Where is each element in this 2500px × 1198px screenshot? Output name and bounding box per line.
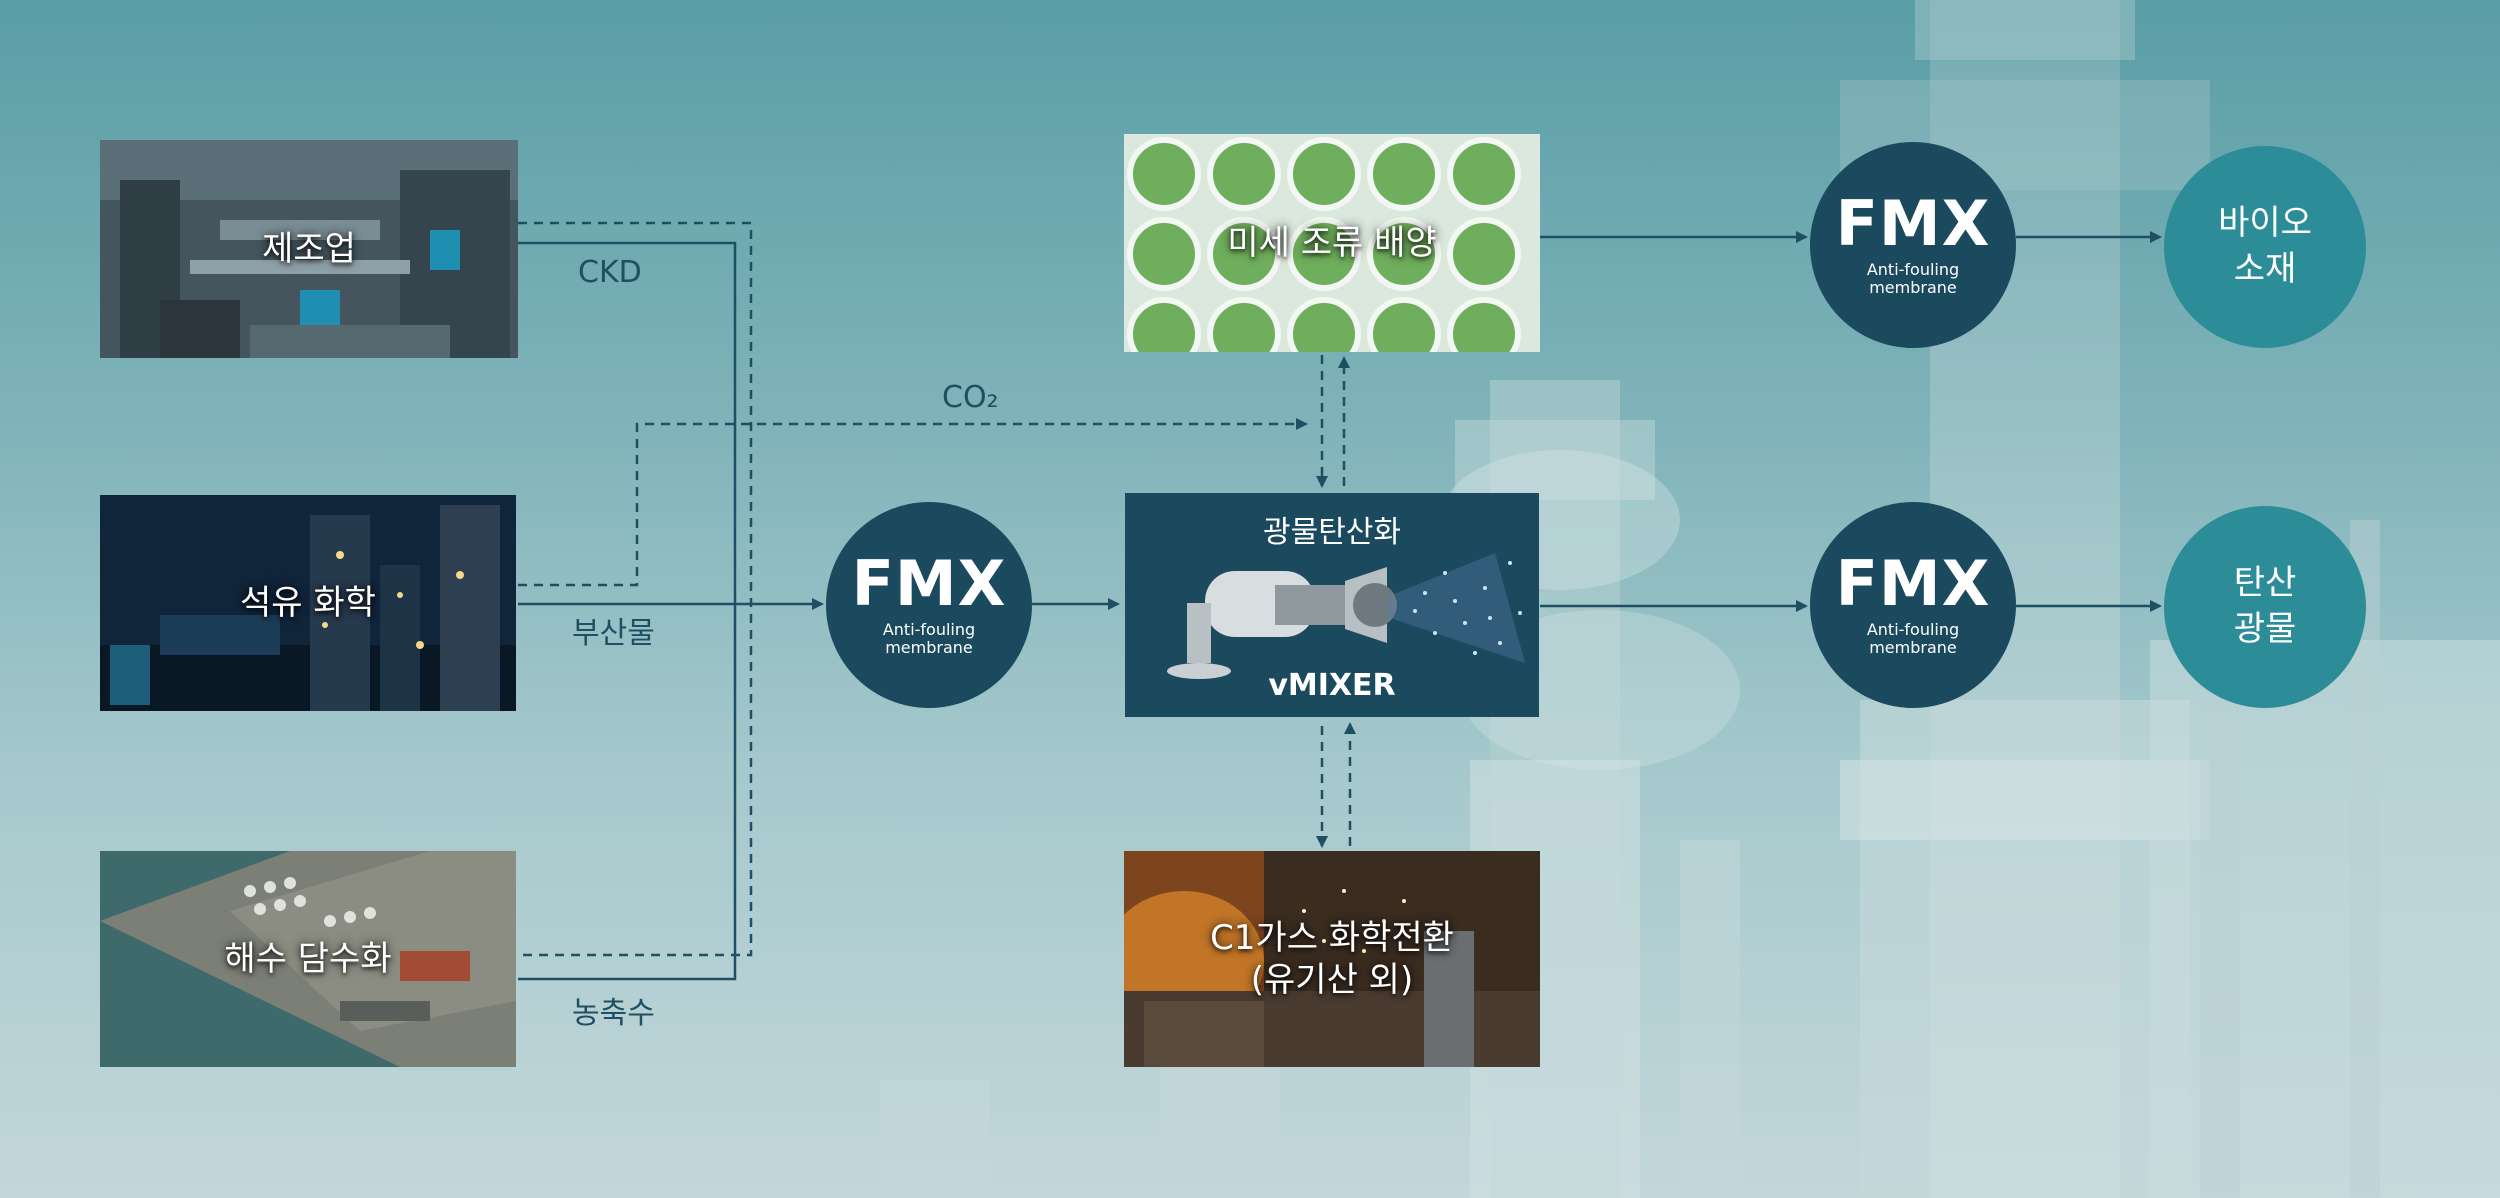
algae-label: 미세 조류 배양 <box>1227 222 1437 263</box>
petrochemical-label: 석유 화학 <box>240 582 376 623</box>
fmx-node-mineral: FMX Anti-fouling membrane <box>1810 502 2016 708</box>
ckd-label: CKD <box>578 255 642 290</box>
co2-dashed-arrow <box>518 418 1308 587</box>
manufacturing-label: 제조업 <box>262 228 356 269</box>
algae-culture-image <box>1124 134 1540 352</box>
ckd-line <box>518 241 737 981</box>
carbonate-mineral-output: 탄산 광물 <box>2164 506 2366 708</box>
fmx-title: FMX <box>851 546 1007 620</box>
desalination-photo: 해수 담수화 <box>100 851 516 1067</box>
c1-gas-label: C1가스 화학전환 (유기산 외) <box>1210 917 1454 1001</box>
vmixer-device-image <box>1167 553 1525 679</box>
fmx-subtitle: Anti-fouling membrane <box>1866 619 1960 657</box>
fmx-node-input: FMX Anti-fouling membrane <box>826 502 1032 708</box>
fmx-subtitle: Anti-fouling membrane <box>1866 259 1960 297</box>
factory-floor-image <box>100 140 518 358</box>
petrochemical-photo: 석유 화학 <box>100 495 516 711</box>
desalination-label: 해수 담수화 <box>224 938 392 979</box>
ckd-dashed-line <box>518 221 753 957</box>
c1-gas-photo: C1가스 화학전환 (유기산 외) <box>1124 851 1540 1067</box>
desalination-aerial-image <box>100 851 516 1067</box>
bio-material-output: 바이오 소재 <box>2164 146 2366 348</box>
vmixer-title: 광물탄산화 <box>1263 515 1401 550</box>
fmx-node-bio: FMX Anti-fouling membrane <box>1810 142 2016 348</box>
refinery-night-image <box>100 495 516 711</box>
co2-label: CO₂ <box>942 380 999 415</box>
fmx-title: FMX <box>1835 546 1991 620</box>
manufacturing-photo: 제조업 <box>100 140 518 358</box>
vmixer-box: 광물탄산화 vMIXER <box>1125 493 1539 717</box>
steel-sparks-image <box>1124 851 1540 1067</box>
fmx-subtitle: Anti-fouling membrane <box>882 619 976 657</box>
byproduct-label: 부산물 <box>572 616 655 651</box>
concentrate-label: 농축수 <box>572 996 655 1031</box>
vmixer-name: vMIXER <box>1268 668 1396 703</box>
algae-photo: 미세 조류 배양 <box>1124 134 1540 352</box>
fmx-title: FMX <box>1835 186 1991 260</box>
